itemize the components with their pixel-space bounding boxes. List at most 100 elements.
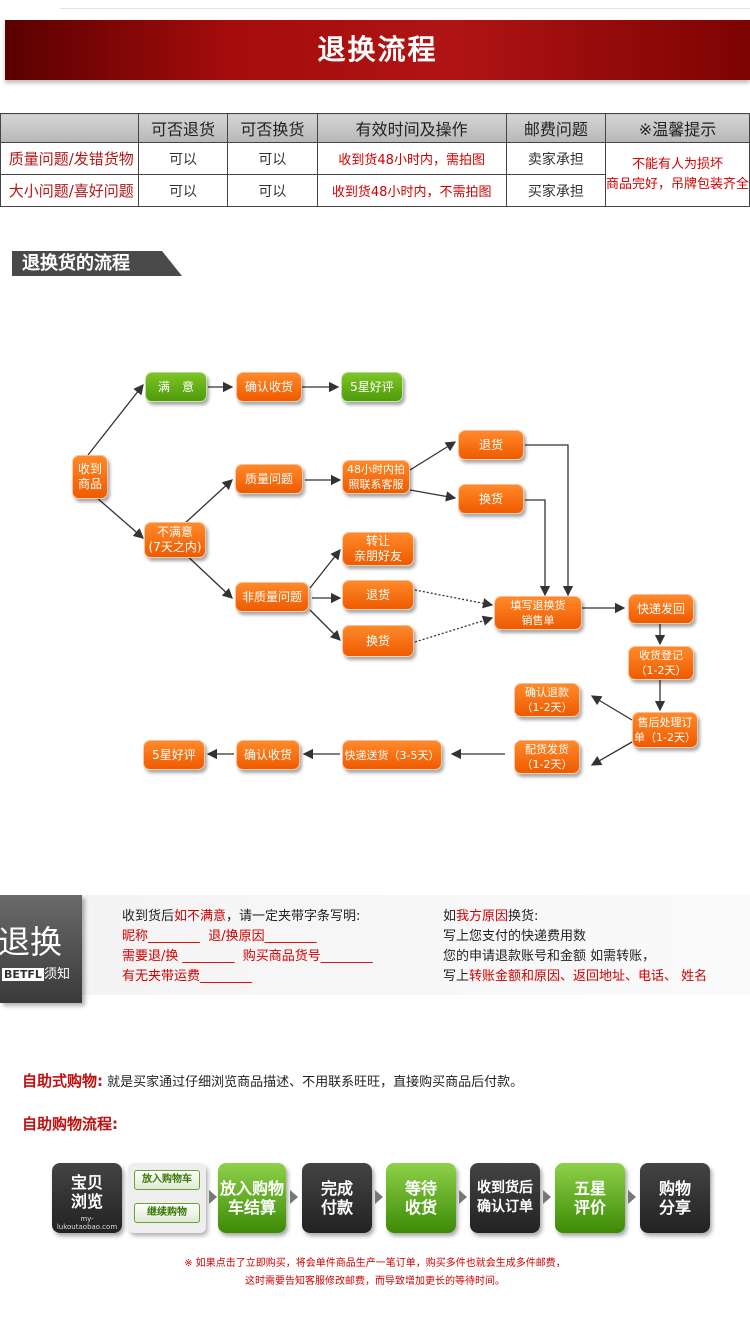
notice-text: 如: [443, 909, 457, 924]
self-service-flow-title: 自助购物流程:: [22, 1115, 118, 1133]
table-header: [0, 113, 139, 143]
notice-line: 如我方原因换货:: [443, 907, 538, 927]
notice-line: 昵称________ 退/换原因________: [122, 927, 317, 947]
flow-node-receive: 收到 商品: [72, 455, 108, 499]
logo-text: 退换: [0, 923, 63, 961]
table-header: 有效时间及操作: [316, 113, 507, 143]
table-header: 可否换货: [227, 113, 318, 143]
top-divider: [60, 8, 750, 9]
table-cell: 买家承担: [505, 174, 606, 207]
tip-line: 商品完好，吊牌包装齐全: [605, 176, 749, 192]
footnote-line: 这时需要告知客服修改邮费，而导致增加更长的等待时间。: [245, 1276, 505, 1287]
add-to-cart-button[interactable]: 放入购物车: [134, 1170, 200, 1190]
step-arrow: [459, 1190, 467, 1204]
logo-brand: BETFL: [2, 968, 44, 981]
flow-node-confirm-receipt: 确认收货: [236, 372, 302, 402]
table-cell: 可以: [227, 174, 318, 207]
notice-field: 需要退/换 ________: [122, 949, 235, 964]
flow-node-fill-form: 填写退换货 销售单: [494, 596, 582, 630]
step-share: 购物 分享: [640, 1163, 710, 1233]
return-policy-table: 可否退货 可否换货 有效时间及操作 邮费问题 ※温馨提示 质量问题/发错货物 可…: [0, 113, 750, 207]
notice-field: 昵称________: [122, 929, 201, 944]
continue-shopping-button[interactable]: 继续购物: [134, 1203, 200, 1223]
step-confirm-order: 收到货后 确认订单: [470, 1163, 540, 1233]
self-service-text: 就是买家通过仔细浏览商品描述、不用联系旺旺，直接购买商品后付款。: [107, 1075, 524, 1090]
notice-field: 购买商品货号________: [242, 949, 373, 964]
notice-line: 您的申请退款账号和金额 如需转账，: [443, 949, 656, 964]
step-label: 宝贝 浏览: [70, 1173, 103, 1211]
page-title: 退换流程: [317, 33, 438, 66]
table-cell: 收到货48小时内，需拍图: [316, 142, 507, 175]
notice-text: 写上: [443, 969, 470, 984]
flow-node-quality-issue: 质量问题: [235, 464, 303, 494]
flow-node-exchange-2: 换货: [342, 625, 414, 657]
notice-highlight: 转账金额和原因、返回地址、电话、 姓名: [469, 969, 708, 984]
return-flowchart: 收到 商品 满 意 确认收货 5星好评 不满意 (7天之内) 质量问题 48小时…: [0, 360, 750, 780]
flow-node-five-star-2: 5星好评: [143, 740, 205, 770]
notice-line: 收到货后如不满意，请一定夹带字条写明:: [122, 907, 360, 927]
notice-text: 换货:: [508, 909, 539, 924]
notice-background: [82, 895, 750, 995]
notice-highlight: 我方原因: [456, 909, 509, 924]
footnote-line: ※ 如果点击了立即购买，将会单件商品生产一笔订单，购买多件也就会生成多件邮费，: [184, 1258, 566, 1269]
step-browse: 宝贝 浏览: [52, 1163, 122, 1233]
notice-line: 写上转账金额和原因、返回地址、电话、 姓名: [443, 967, 707, 987]
flow-node-refund: 确认退款 （1-2天）: [514, 683, 580, 717]
flow-node-satisfied: 满 意: [145, 372, 207, 402]
flow-node-express-back: 快递发回: [628, 594, 694, 624]
table-cell: 可以: [137, 142, 229, 175]
flow-connectors: [87, 381, 666, 766]
table-cell: 卖家承担: [505, 142, 606, 175]
flow-node-five-star: 5星好评: [341, 372, 403, 402]
flow-node-transfer: 转让 亲朋好友: [342, 532, 414, 566]
step-arrow: [628, 1190, 636, 1204]
tip-cell: 不能有人为损坏 商品完好，吊牌包装齐全: [604, 142, 750, 207]
self-service-desc: 自助式购物: 就是买家通过仔细浏览商品描述、不用联系旺旺，直接购买商品后付款。: [22, 1070, 523, 1091]
notice-line: 写上您支付的快递费用数: [443, 929, 587, 944]
step-arrow: [543, 1190, 551, 1204]
table-header: 邮费问题: [505, 113, 606, 143]
notice-line: 需要退/换 ________ 购买商品货号________: [122, 947, 373, 967]
flow-node-after-sale: 售后处理订 单（1-2天）: [632, 712, 698, 748]
flow-node-non-quality: 非质量问题: [235, 582, 309, 612]
row-label: 质量问题/发错货物: [0, 142, 139, 175]
notice-field: 退/换原因________: [208, 929, 317, 944]
flow-node-return: 退货: [458, 430, 524, 460]
table-cell: 收到货48小时内，不需拍图: [316, 174, 507, 207]
flow-node-express-send: 快递送货（3-5天）: [342, 740, 442, 770]
table-cell: 可以: [227, 142, 318, 175]
flow-node-unsatisfied: 不满意 (7天之内): [144, 522, 206, 558]
logo-small: 须知: [43, 967, 70, 982]
step-pay: 完成 付款: [302, 1163, 372, 1233]
table-header: ※温馨提示: [604, 113, 750, 143]
step-rate: 五星 评价: [555, 1163, 625, 1233]
flow-node-exchange: 换货: [458, 484, 524, 514]
step-url: my-lukoutaobao.com: [56, 1215, 118, 1231]
flow-node-ship: 配货发货 （1-2天）: [514, 740, 580, 774]
notice-text: ，请一定夹带字条写明:: [226, 909, 361, 924]
step-wait: 等待 收货: [386, 1163, 456, 1233]
flow-node-receipt-register: 收货登记 （1-2天）: [628, 646, 694, 680]
table-header-row: 可否退货 可否换货 有效时间及操作 邮费问题 ※温馨提示: [0, 113, 750, 143]
self-service-label: 自助式购物:: [22, 1072, 103, 1090]
step-arrow: [209, 1190, 217, 1204]
section-header: 退换货的流程: [12, 251, 182, 276]
notice-highlight: 如不满意: [174, 909, 227, 924]
title-banner: 退换流程: [5, 20, 750, 80]
flow-node-return-2: 退货: [342, 580, 414, 610]
table-cell: 可以: [137, 174, 229, 207]
flow-node-photo-contact: 48小时内拍 照联系客服: [342, 460, 410, 494]
section-title: 退换货的流程: [22, 253, 130, 274]
row-label: 大小问题/喜好问题: [0, 174, 139, 207]
table-header: 可否退货: [137, 113, 229, 143]
footnote: ※ 如果点击了立即购买，将会单件商品生产一笔订单，购买多件也就会生成多件邮费， …: [0, 1255, 750, 1291]
step-checkout: 放入购物 车结算: [218, 1163, 286, 1233]
step-arrow: [375, 1190, 383, 1204]
table-row: 质量问题/发错货物 可以 可以 收到货48小时内，需拍图 卖家承担 不能有人为损…: [0, 142, 750, 207]
notice-line: 有无夹带运费________: [122, 969, 253, 984]
cart-buttons: 放入购物车 继续购物: [128, 1163, 206, 1233]
flow-node-confirm-receipt-2: 确认收货: [236, 740, 300, 770]
